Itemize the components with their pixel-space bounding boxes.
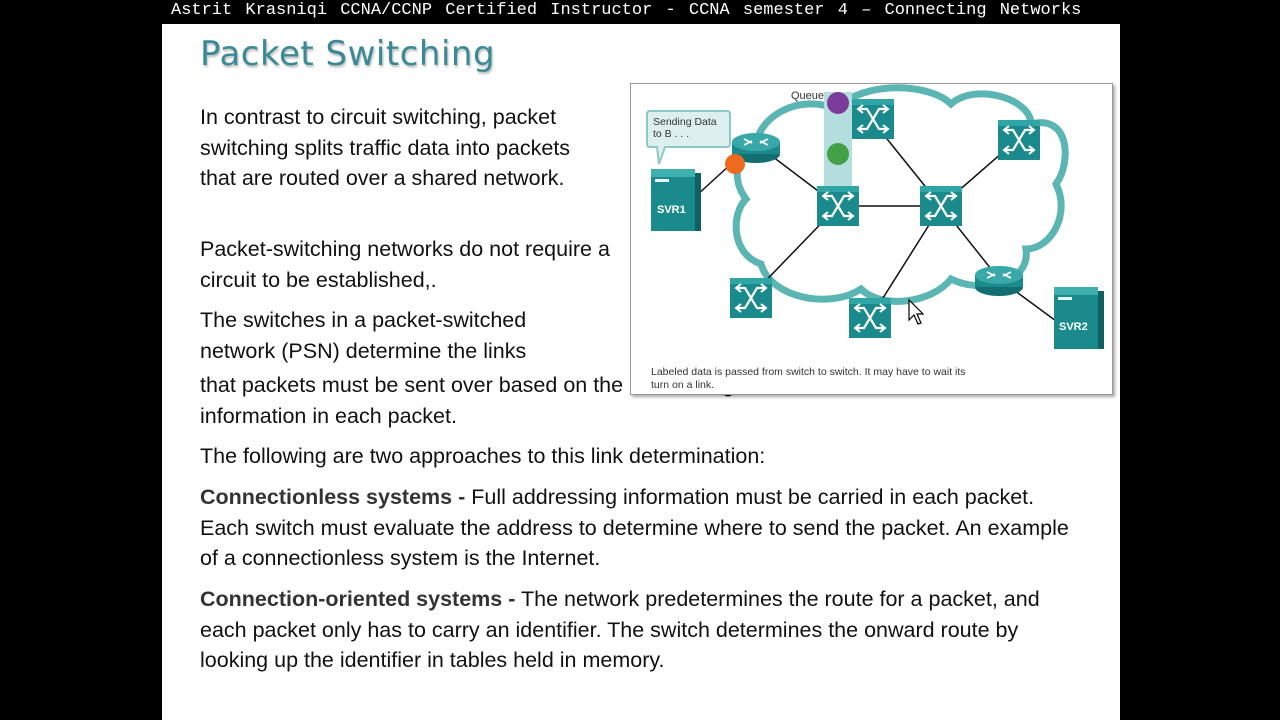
connection-oriented-heading: Connection-oriented systems - <box>200 587 516 611</box>
slide-title: Packet Switching <box>200 34 496 74</box>
paragraph-circuit-contrast: In contrast to circuit switching, packet… <box>200 105 571 190</box>
svr2-label: SVR2 <box>1059 321 1088 333</box>
switch-center-left <box>815 184 861 228</box>
connection-oriented-text: The network predetermines the route for … <box>200 587 1040 672</box>
switch-top <box>850 97 896 141</box>
queued-packet-purple <box>827 92 849 114</box>
header-text: Astrit Krasniqi CCNA/CCNP Certified Inst… <box>171 1 1082 20</box>
connectionless-heading: Connectionless systems - <box>200 485 466 509</box>
svr1-label: SVR1 <box>657 204 686 216</box>
switch-bottom-left <box>728 276 774 320</box>
diagram-canvas <box>646 84 1104 349</box>
speech-bubble <box>646 110 731 165</box>
packet-switching-diagram: Queue Sending Data to B . . . SVR1 SVR2 … <box>630 83 1113 395</box>
paragraph-approaches: The following are two approaches to this… <box>200 444 766 468</box>
queue-label: Queue <box>791 90 825 102</box>
diagram-caption: Labeled data is passed from switch to sw… <box>651 366 966 391</box>
psn-links-line1: The switches in a packet-switched networ… <box>200 308 527 363</box>
server-svr1 <box>651 169 701 231</box>
network-cloud <box>732 84 1069 305</box>
switch-bottom <box>847 296 893 340</box>
paragraph-connectionless: Connectionless systems - Full addressing… <box>200 482 1080 574</box>
switch-center <box>918 184 964 228</box>
connectionless-text: Full addressing information must be carr… <box>200 485 1069 570</box>
slide: Packet Switching In contrast to circuit … <box>162 24 1120 720</box>
mouse-cursor-icon <box>908 298 925 325</box>
video-header: Astrit Krasniqi CCNA/CCNP Certified Inst… <box>162 0 1120 24</box>
switch-top-right <box>996 118 1042 162</box>
server-svr2 <box>1054 287 1104 349</box>
bubble-text: Sending Data to B . . . <box>653 116 717 140</box>
moving-packet-orange <box>725 154 745 174</box>
paragraph-no-circuit: Packet-switching networks do not require… <box>200 237 610 292</box>
paragraph-connection-oriented: Connection-oriented systems - The networ… <box>200 584 1085 676</box>
router-right <box>974 265 1024 297</box>
queued-packet-green <box>827 143 849 165</box>
